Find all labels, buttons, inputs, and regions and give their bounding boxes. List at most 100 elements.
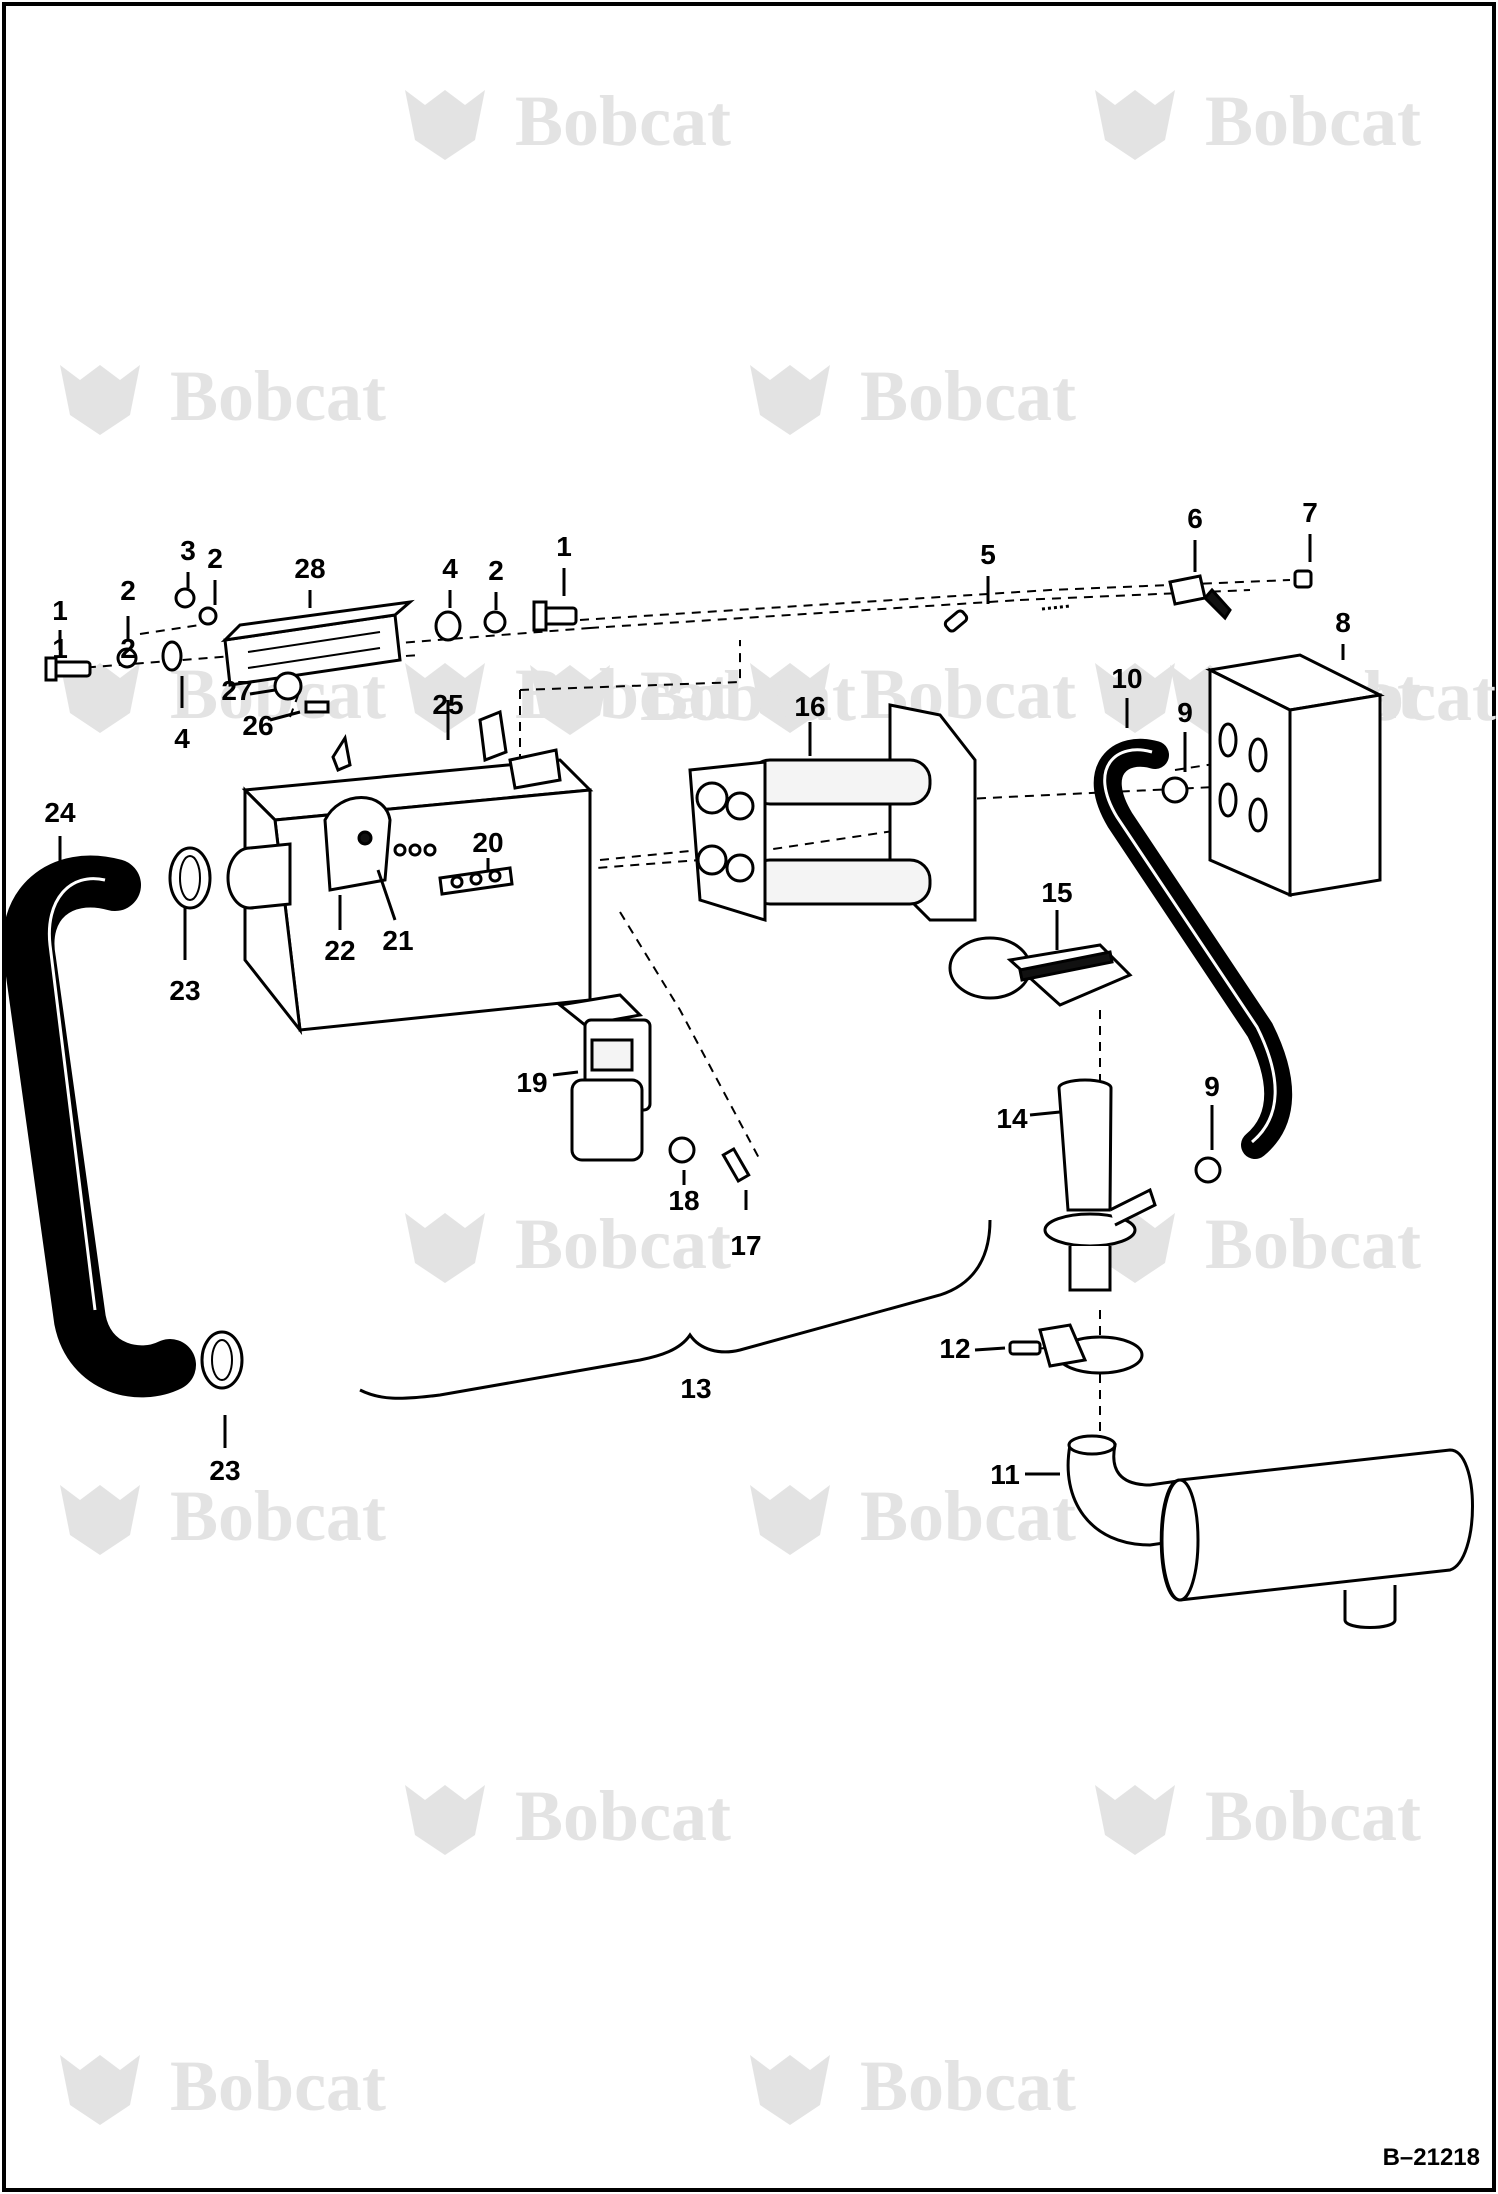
- part-12-clamp: [1008, 1323, 1144, 1375]
- callout-1: 1: [556, 531, 572, 562]
- watermark-logo: Bobcat: [405, 654, 731, 734]
- watermark-text: Bobcat: [515, 1204, 731, 1284]
- watermark-logo: Bobcat: [1095, 1776, 1421, 1856]
- part-11-muffler: [1066, 1434, 1474, 1629]
- callout-4: 4: [442, 553, 458, 584]
- part-14-exhaust-pipe: [1043, 1078, 1157, 1292]
- callout-28: 28: [294, 553, 325, 584]
- part-15-hanger: [948, 936, 1133, 1007]
- part-2-lockwasher-b: [198, 606, 218, 626]
- callout-11: 11: [990, 1459, 1020, 1490]
- watermark-logo: Bobcat: [750, 356, 1076, 436]
- part-28-bracket: [220, 599, 415, 687]
- watermark-logo: Bobcat: [750, 2046, 1076, 2126]
- part-27-grommet: [273, 671, 303, 701]
- watermark-text: Bobcat: [1205, 1204, 1421, 1284]
- callout-2: 2: [488, 555, 504, 586]
- part-16-heater-core: [688, 703, 977, 923]
- callout-13: 13: [680, 1373, 711, 1404]
- callout-6: 6: [1187, 503, 1203, 534]
- watermark-logo: Bobcat: [530, 656, 856, 736]
- callout-5: 5: [980, 539, 996, 570]
- callout-2: 2: [120, 633, 136, 664]
- watermark-text: Bobcat: [860, 356, 1076, 436]
- watermark-logo: Bobcat: [405, 1776, 731, 1856]
- watermark-logo: Bobcat: [60, 2046, 386, 2126]
- part-18-washer: [668, 1136, 696, 1164]
- part-1-bolt-right: [532, 600, 578, 632]
- callout-17: 17: [730, 1230, 761, 1261]
- part-6-latch: [1168, 574, 1232, 621]
- part-4-washer-left: [161, 640, 183, 672]
- callout-23: 23: [169, 975, 200, 1006]
- drawing-reference-code: B–21218: [1383, 2144, 1480, 2171]
- part-23-clamp-upper: [168, 846, 212, 910]
- part-9-clamp-lower: [1194, 1156, 1222, 1184]
- callout-9: 9: [1204, 1071, 1220, 1102]
- callout-18: 18: [668, 1185, 699, 1216]
- callout-10: 10: [1111, 663, 1142, 694]
- callout-2: 2: [120, 575, 136, 606]
- part-4-washer-right: [434, 610, 462, 642]
- watermark-text: Bobcat: [860, 1476, 1076, 1556]
- callout-25: 25: [432, 689, 463, 720]
- watermark-logo: Bobcat: [1095, 81, 1421, 161]
- callout-1: 1: [52, 595, 68, 626]
- part-17-screw: [721, 1146, 751, 1184]
- watermark-logo: Bobcat: [1095, 1204, 1421, 1284]
- part-19-valve: [556, 993, 652, 1162]
- watermark-text: Bobcat: [1205, 1776, 1421, 1856]
- part-24-hose: [2, 855, 196, 1398]
- callout-26: 26: [242, 710, 273, 741]
- part-23-clamp-lower: [200, 1330, 244, 1390]
- callout-19: 19: [516, 1067, 547, 1098]
- watermark-logo: Bobcat: [60, 356, 386, 436]
- callout-27: 27: [221, 675, 252, 706]
- watermark-text: Bobcat: [640, 656, 856, 736]
- watermark-logo: Bobcat: [405, 81, 731, 161]
- watermark-logo: Bobcat: [750, 1476, 1076, 1556]
- callout-2: 2: [207, 543, 223, 574]
- part-9-clamp-upper: [1161, 776, 1189, 804]
- callout-12: 12: [939, 1333, 970, 1364]
- watermark-text: Bobcat: [860, 2046, 1076, 2126]
- callout-7: 7: [1302, 497, 1318, 528]
- part-25-heater-housing: [226, 709, 594, 1036]
- callout-15: 15: [1041, 877, 1072, 908]
- callout-14: 14: [996, 1103, 1028, 1134]
- watermark-logo: Bobcat: [405, 1204, 731, 1284]
- part-3-nut: [174, 587, 196, 609]
- part-5-pin: [943, 604, 1071, 633]
- callout-20: 20: [472, 827, 503, 858]
- watermark-logo: Bobcat: [60, 1476, 386, 1556]
- callout-23: 23: [209, 1455, 240, 1486]
- part-2-lockwasher-a: [116, 647, 138, 669]
- part-7-nut: [1293, 569, 1313, 589]
- callout-1: 1: [52, 633, 68, 664]
- part-8-valve-block: [1205, 653, 1385, 898]
- part-13-assembly-brace: [359, 1219, 992, 1400]
- watermark-text: Bobcat: [170, 2046, 386, 2126]
- watermark-text: Bobcat: [170, 356, 386, 436]
- callout-9: 9: [1177, 697, 1193, 728]
- callout-8: 8: [1335, 607, 1351, 638]
- callout-24: 24: [44, 797, 76, 828]
- leader-lines: [58, 534, 1345, 1476]
- part-1-bolt-left: [44, 656, 92, 682]
- watermark-text: Bobcat: [515, 81, 731, 161]
- callout-21: 21: [382, 925, 413, 956]
- callout-3: 3: [180, 535, 196, 566]
- callout-4: 4: [174, 723, 190, 754]
- part-26-pin: [304, 700, 330, 714]
- watermark-text: Bobcat: [170, 1476, 386, 1556]
- callout-22: 22: [324, 935, 355, 966]
- watermark-text: Bobcat: [515, 1776, 731, 1856]
- callout-16: 16: [794, 691, 825, 722]
- part-2-lockwasher-c: [483, 610, 507, 634]
- watermark-text: Bobcat: [1205, 81, 1421, 161]
